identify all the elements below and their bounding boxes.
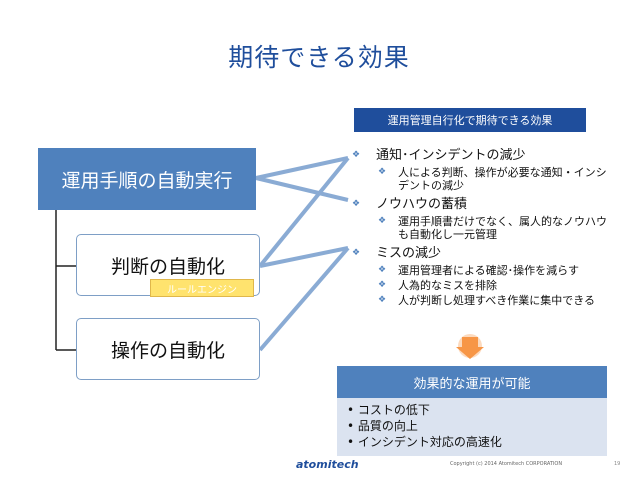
effect-detail: 人為的なミスを排除 — [398, 279, 497, 292]
list-item: • 品質の向上 — [347, 419, 418, 433]
diamond-bullet-icon: ❖ — [378, 280, 387, 290]
down-arrow-icon — [456, 334, 484, 359]
rule-engine-badge: ルールエンジン — [150, 279, 254, 297]
list-item: ❖ 人が判断し処理すべき作業に集中できる — [350, 294, 620, 307]
list-item: • コストの低下 — [347, 403, 430, 417]
auto-execution-box: 運用手順の自動実行 — [38, 148, 256, 210]
tree-connector — [55, 210, 76, 351]
effect-detail: 人が判断し処理すべき作業に集中できる — [398, 294, 596, 307]
diamond-bullet-icon: ❖ — [352, 150, 361, 160]
operation-automation-box: 操作の自動化 — [76, 318, 260, 380]
atomitech-logo-icon: atomitech — [296, 458, 359, 471]
diamond-bullet-icon: ❖ — [378, 295, 387, 305]
effect-label: 通知･インシデントの減少 — [376, 148, 526, 163]
effect-detail: 人による判断、操作が必要な通知・インシデントの減少 — [398, 166, 607, 192]
list-item: ❖ ノウハウの蓄積 — [350, 196, 620, 213]
diamond-bullet-icon: ❖ — [378, 216, 387, 226]
copyright-text: Copyright (c) 2014 Atomitech CORPORATION — [450, 461, 563, 467]
result-item: 品質の向上 — [357, 419, 418, 433]
result-item: インシデント対応の高速化 — [357, 435, 502, 449]
diamond-bullet-icon: ❖ — [352, 199, 361, 209]
result-list: • コストの低下 • 品質の向上 • インシデント対応の高速化 — [337, 398, 607, 456]
list-item: ❖ 運用管理者による確認･操作を減らす — [350, 264, 620, 277]
effect-connector-lines — [255, 156, 350, 352]
effects-list: ❖ 通知･インシデントの減少 ❖ 人による判断、操作が必要な通知・インシデントの… — [350, 146, 620, 307]
result-header: 効果的な運用が可能 — [337, 366, 607, 398]
page-number: 19 — [614, 461, 621, 467]
diamond-bullet-icon: ❖ — [378, 265, 387, 275]
effect-label: ミスの減少 — [376, 246, 442, 261]
list-item: ❖ 通知･インシデントの減少 — [350, 147, 620, 164]
logo-text: atomitech — [296, 458, 359, 471]
diamond-bullet-icon: ❖ — [378, 167, 387, 177]
effect-detail: 運用管理者による確認･操作を減らす — [398, 264, 579, 277]
effect-detail: 運用手順書だけでなく、属人的なノウハウも自動化し一元管理 — [398, 215, 607, 241]
list-item: ❖ 人為的なミスを排除 — [350, 279, 620, 292]
result-item: コストの低下 — [357, 403, 430, 417]
slide-title: 期待できる効果 — [228, 43, 410, 72]
list-item: ❖ 人による判断、操作が必要な通知・インシデントの減少 — [350, 166, 620, 192]
effects-header: 運用管理自行化で期待できる効果 — [354, 108, 586, 132]
effect-label: ノウハウの蓄積 — [376, 197, 468, 212]
list-item: ❖ ミスの減少 — [350, 245, 620, 262]
list-item: ❖ 運用手順書だけでなく、属人的なノウハウも自動化し一元管理 — [350, 215, 620, 241]
diamond-bullet-icon: ❖ — [352, 248, 361, 258]
list-item: • インシデント対応の高速化 — [347, 435, 502, 449]
